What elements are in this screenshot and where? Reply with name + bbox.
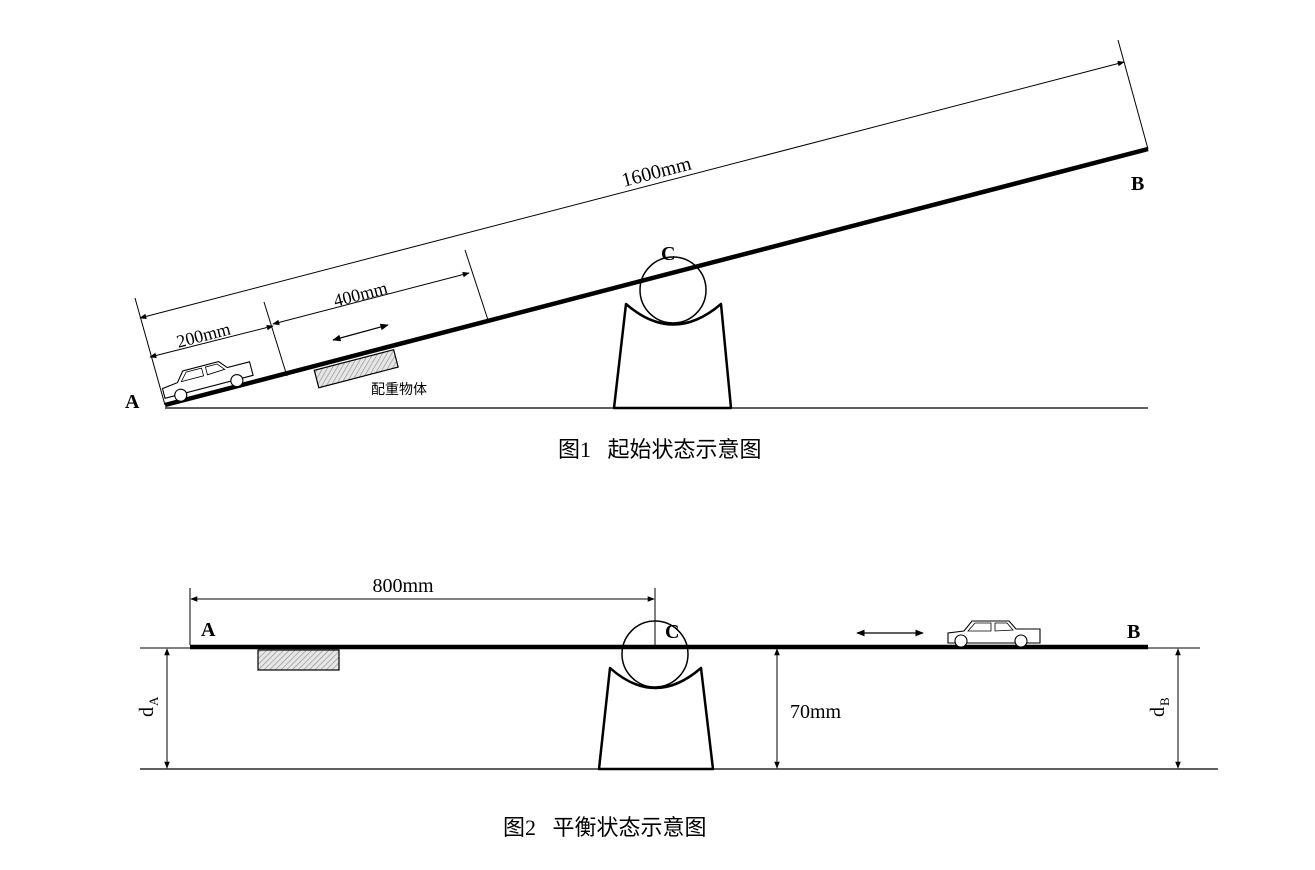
dim-text-db-main: d	[1147, 707, 1169, 717]
dim-text-200-fig1: 200mm	[174, 319, 232, 352]
point-c-label-fig2: C	[665, 621, 679, 643]
dim-text-800-fig2: 800mm	[372, 575, 434, 597]
car-icon-fig2	[947, 620, 1041, 648]
counterweight-block-fig2	[257, 649, 340, 671]
dim-text-400-fig1: 400mm	[331, 278, 389, 311]
dim-text-db-sub: B	[1157, 697, 1172, 706]
dim-text-da-main: d	[136, 707, 158, 717]
dim-text-total-fig1: 1600mm	[619, 152, 694, 191]
caption-fig1: 图1 起始状态示意图	[558, 437, 762, 462]
fulcrum-support-fig2	[597, 666, 715, 771]
caption-fig2: 图2 平衡状态示意图	[503, 815, 707, 840]
weight-slide-arrow-fig1	[332, 323, 389, 342]
point-c-label-fig1: C	[661, 243, 675, 265]
dim-line-400-fig1	[272, 271, 470, 326]
dim-text-da-sub: A	[146, 696, 161, 706]
point-a-label-fig2: A	[201, 619, 216, 641]
car-icon	[161, 361, 254, 402]
ext-line-600-fig1	[464, 249, 489, 321]
point-b-label-fig1: B	[1131, 173, 1144, 195]
ext-line-200-fig1	[263, 301, 288, 377]
ext-line-b-fig1	[1117, 39, 1149, 150]
counterweight-block-fig1	[313, 348, 399, 389]
ext-line-a-fig1	[134, 297, 166, 406]
figure-1: 1600mm 200mm 400mm A B C 配重物体 图1 起始状态示意图	[125, 39, 1149, 462]
figure-2: 800mm d A 70mm d B A B C 图2 平衡状态示意图	[136, 575, 1218, 840]
dim-line-200-fig1	[149, 324, 274, 359]
point-a-label-fig1: A	[125, 391, 140, 413]
point-b-label-fig2: B	[1127, 621, 1140, 643]
dim-text-70: 70mm	[790, 701, 842, 723]
weight-label-fig1: 配重物体	[371, 382, 427, 398]
dim-line-total-fig1	[139, 60, 1125, 320]
